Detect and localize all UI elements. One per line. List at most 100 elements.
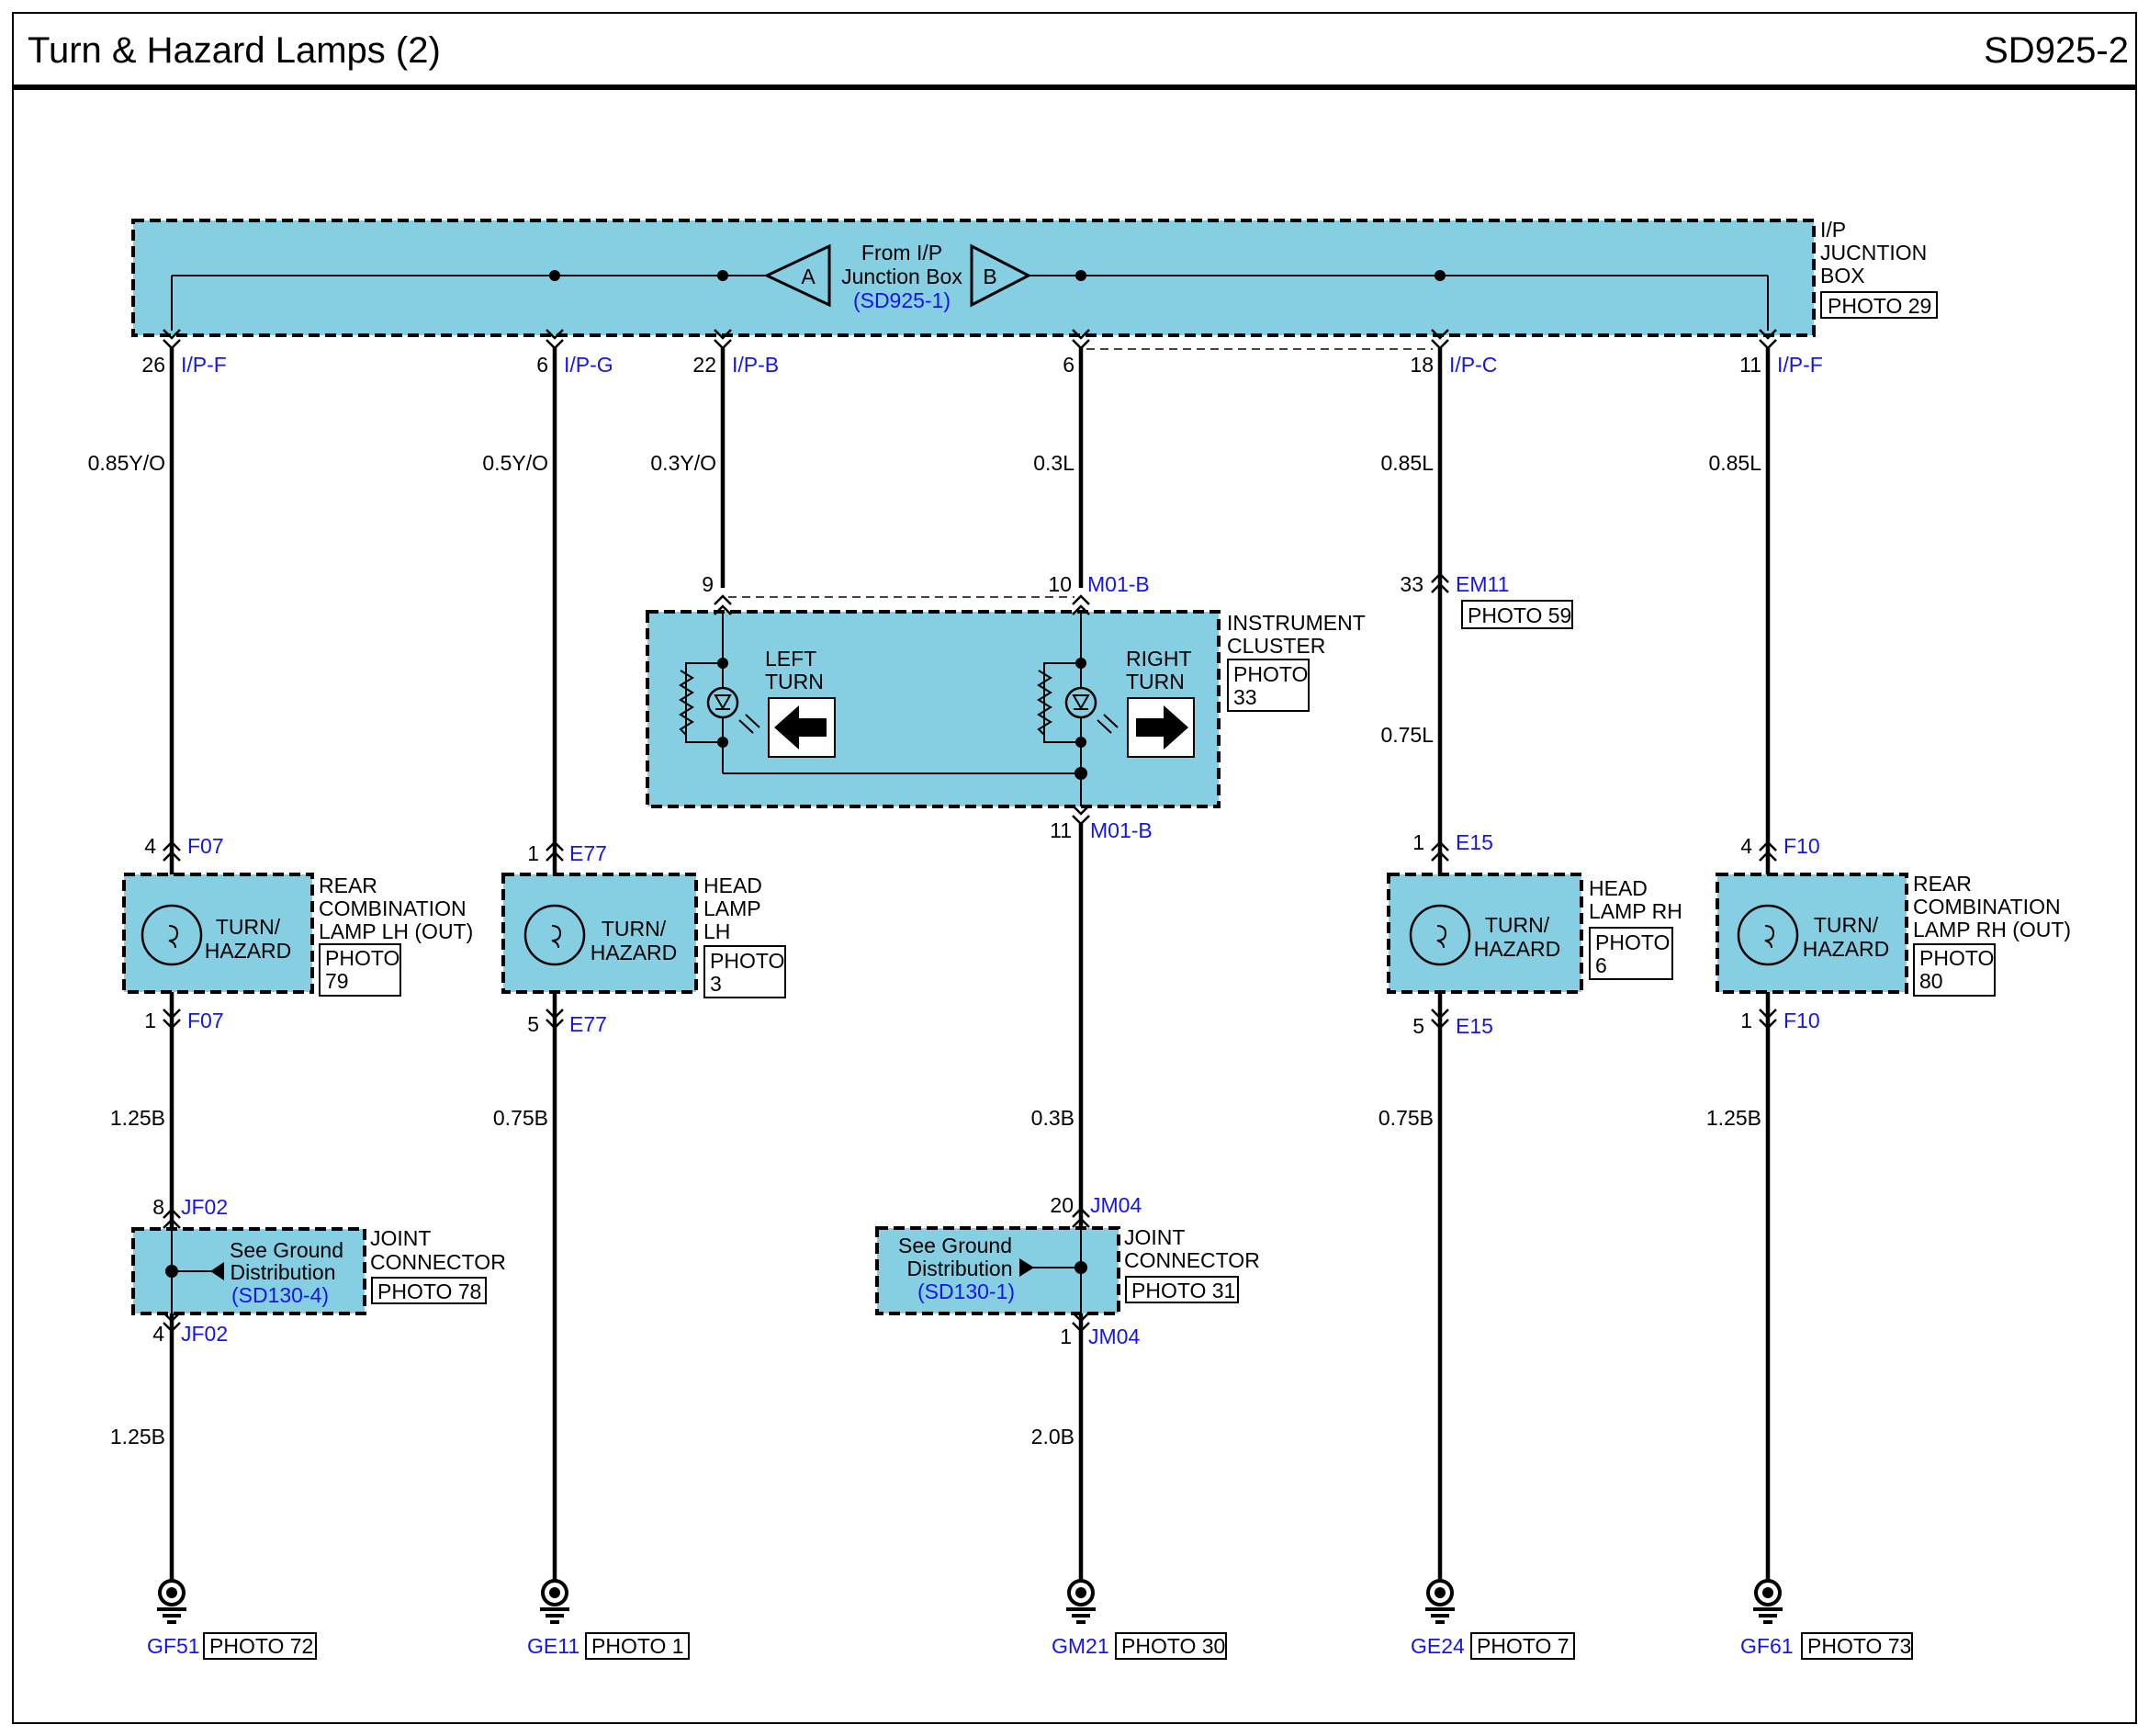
- page-title: Turn & Hazard Lamps (2): [28, 30, 441, 71]
- ground-id[interactable]: GE24: [1411, 1634, 1465, 1658]
- connector-id[interactable]: F10: [1783, 1009, 1820, 1032]
- ground-photo[interactable]: PHOTO 73: [1807, 1634, 1911, 1658]
- pin-number: 4: [152, 1322, 164, 1346]
- lamp-name: REAR: [1913, 872, 1972, 896]
- em11-photo-frame: [1461, 600, 1573, 629]
- wire-gauge: 0.75L: [1380, 723, 1434, 747]
- ground-icon: [1423, 1579, 1457, 1624]
- lamp-name: LH: [703, 919, 730, 943]
- ground-photo[interactable]: PHOTO 72: [209, 1634, 313, 1658]
- right-turn-label-1: RIGHT: [1126, 647, 1192, 671]
- jf02-photo[interactable]: PHOTO 78: [377, 1279, 481, 1303]
- lamp-name: HEAD: [1589, 876, 1648, 900]
- jm04-ref-link[interactable]: (SD130-1): [917, 1279, 1015, 1303]
- connector-id[interactable]: E15: [1456, 830, 1493, 854]
- from-ref-link[interactable]: (SD925-1): [853, 288, 951, 312]
- joint-name: CONNECTOR: [1124, 1248, 1260, 1272]
- lamp-photo-frame: [1913, 943, 1996, 997]
- lamp-photo[interactable]: 3: [710, 972, 722, 996]
- pin-number: 4: [144, 834, 156, 858]
- jf02-ref-link[interactable]: (SD130-4): [231, 1283, 329, 1307]
- wire-gauge: 1.25B: [110, 1425, 165, 1449]
- joint-connector-jf02: See Ground Distribution (SD130-4): [131, 1227, 366, 1315]
- connector-id[interactable]: M01-B: [1087, 572, 1150, 596]
- pin-number: 6: [536, 353, 548, 377]
- pin-number: 26: [141, 353, 165, 377]
- joint-connector-jm04: See Ground Distribution (SD130-1): [875, 1226, 1120, 1315]
- jm04-photo[interactable]: PHOTO 31: [1131, 1279, 1235, 1302]
- pin-number: 8: [152, 1195, 164, 1219]
- em11-photo[interactable]: PHOTO 59: [1468, 603, 1571, 627]
- connector-id[interactable]: E77: [569, 841, 607, 865]
- pin-number: 18: [1410, 353, 1434, 377]
- lamp-name: LAMP: [703, 896, 761, 920]
- joint-name: JOINT: [370, 1226, 431, 1250]
- connector-id[interactable]: JF02: [181, 1322, 228, 1346]
- cluster-photo-2[interactable]: 33: [1233, 685, 1257, 709]
- lamp-photo[interactable]: 79: [325, 969, 349, 993]
- ground-icon: [538, 1579, 571, 1624]
- connector-id[interactable]: JM04: [1088, 1325, 1140, 1348]
- lamp-photo[interactable]: 80: [1919, 969, 1943, 993]
- lamp-photo[interactable]: 6: [1595, 953, 1607, 977]
- ground-id[interactable]: GF51: [147, 1634, 200, 1658]
- cluster-name-1: INSTRUMENT: [1227, 611, 1366, 635]
- ground-photo[interactable]: PHOTO 1: [591, 1634, 684, 1658]
- connector-id[interactable]: I/P-F: [1777, 353, 1823, 377]
- svg-text:See Ground: See Ground: [898, 1234, 1012, 1257]
- lamp-name: LAMP RH (OUT): [1913, 918, 2071, 941]
- connector-id[interactable]: M01-B: [1090, 818, 1153, 842]
- cluster-name-2: CLUSTER: [1227, 634, 1325, 658]
- pin-number: 1: [144, 1009, 156, 1032]
- wire-gauge: 0.85Y/O: [88, 451, 165, 475]
- lamp-name: REAR: [319, 874, 377, 897]
- connector-id[interactable]: JM04: [1090, 1193, 1142, 1217]
- connector-id[interactable]: F07: [187, 1009, 224, 1032]
- connector-id[interactable]: I/P-B: [732, 353, 779, 377]
- lamp-name: COMBINATION: [1913, 895, 2061, 919]
- ground-id[interactable]: GF61: [1740, 1634, 1794, 1658]
- pin-number: 5: [1412, 1014, 1424, 1038]
- left-turn-label-2: TURN: [765, 670, 824, 693]
- head-lamp-lh: TURN/ HAZARD: [501, 873, 698, 994]
- svg-text:B: B: [983, 265, 996, 288]
- head-lamp-rh: TURN/ HAZARD: [1387, 873, 1583, 994]
- cluster-photo-1[interactable]: PHOTO: [1233, 662, 1308, 686]
- lamp-name: LAMP LH (OUT): [319, 919, 473, 943]
- connector-id[interactable]: I/P-F: [181, 353, 227, 377]
- lamp-photo-frame: [1589, 927, 1673, 980]
- wire-gauge: 0.85L: [1380, 451, 1434, 475]
- lamp-name: LAMP RH: [1589, 899, 1682, 923]
- from-text-2: Junction Box: [841, 265, 962, 288]
- pin-number: 22: [692, 353, 716, 377]
- page-frame: [12, 12, 2137, 1724]
- ground-id[interactable]: GM21: [1052, 1634, 1109, 1658]
- pin-number: 1: [1412, 830, 1424, 854]
- lamp-photo[interactable]: PHOTO: [1919, 946, 1994, 970]
- ip-box-photo[interactable]: PHOTO 29: [1828, 294, 1931, 318]
- jm04-photo-frame: [1125, 1276, 1239, 1303]
- ground-photo[interactable]: PHOTO 7: [1477, 1634, 1570, 1658]
- connector-id[interactable]: E77: [569, 1012, 607, 1036]
- connector-id[interactable]: E15: [1456, 1014, 1493, 1038]
- wire-gauge: 0.3B: [1031, 1106, 1074, 1130]
- left-turn-label-1: LEFT: [765, 647, 816, 671]
- lamp-photo[interactable]: PHOTO: [1595, 930, 1670, 954]
- pin-number: 11: [1739, 353, 1761, 377]
- connector-id[interactable]: JF02: [181, 1195, 228, 1219]
- connector-id[interactable]: EM11: [1456, 572, 1509, 596]
- lamp-photo[interactable]: PHOTO: [325, 946, 399, 970]
- lamp-photo[interactable]: PHOTO: [710, 949, 784, 973]
- connector-id[interactable]: I/P-C: [1449, 353, 1497, 377]
- svg-text:HAZARD: HAZARD: [1803, 937, 1890, 961]
- ground-photo-frame: [1115, 1632, 1227, 1660]
- pin-number: 1: [1060, 1325, 1072, 1348]
- connector-id[interactable]: F07: [187, 834, 224, 858]
- ground-id[interactable]: GE11: [527, 1634, 579, 1658]
- from-text-1: From I/P: [861, 241, 942, 265]
- connector-id[interactable]: F10: [1783, 834, 1820, 858]
- connector-id[interactable]: I/P-G: [564, 353, 613, 377]
- ground-photo[interactable]: PHOTO 30: [1121, 1634, 1225, 1658]
- svg-text:A: A: [801, 265, 816, 288]
